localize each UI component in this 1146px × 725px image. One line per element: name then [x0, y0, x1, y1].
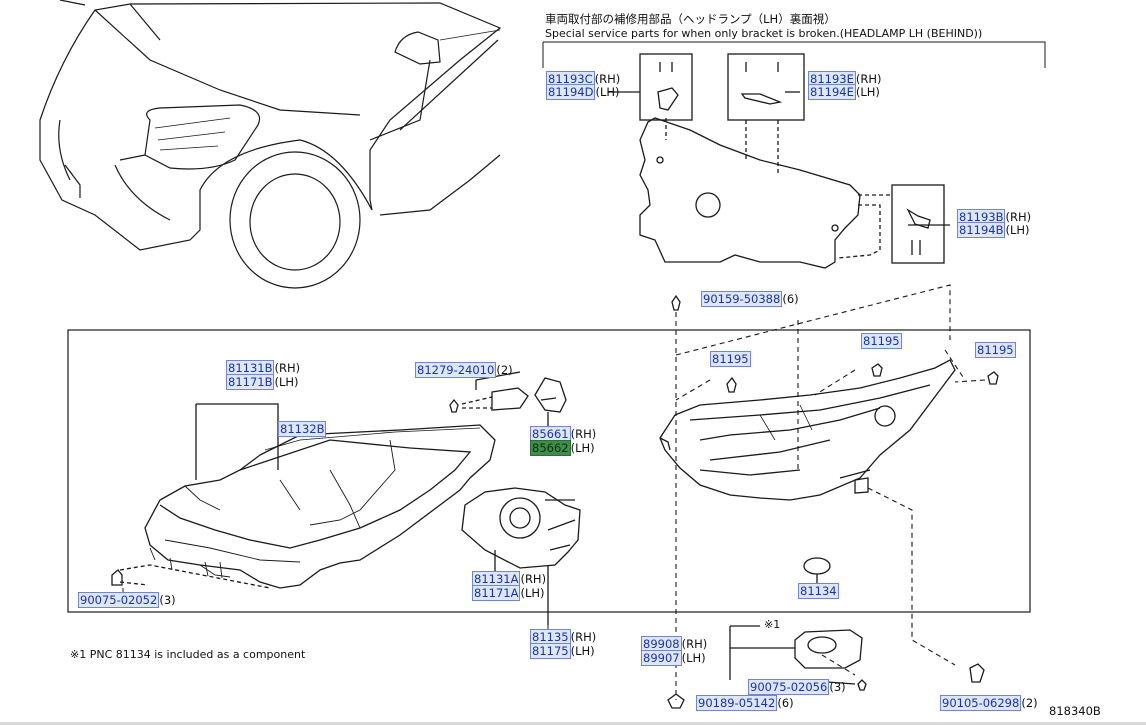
part-label-89907: 89907(LH): [641, 650, 706, 666]
headlamp-housing-rear-drawing: [659, 359, 956, 501]
part-label-81193e: 81193E(RH): [808, 71, 882, 87]
part-number-81194b[interactable]: 81194B: [957, 222, 1006, 238]
part-number-81195[interactable]: 81195: [710, 351, 751, 367]
bracket-parts-group: [542, 41, 1046, 269]
part-number-81193b[interactable]: 81193B: [957, 209, 1006, 225]
part-label-81171a: 81171A(LH): [472, 585, 545, 601]
part-label-81195-a: 81195: [861, 333, 902, 349]
note-mark-1: ※1: [764, 618, 781, 631]
part-label-90189-05142: 90189-05142(6): [696, 695, 794, 711]
part-label-90075-02056: 90075-02056(3): [748, 679, 846, 695]
part-label-81134: 81134: [798, 583, 839, 599]
part-label-85662: 85662(LH): [530, 440, 595, 456]
part-number-90189-05142[interactable]: 90189-05142: [696, 695, 778, 711]
part-number-81194d[interactable]: 81194D: [546, 84, 596, 100]
part-label-81193c: 81193C(RH): [546, 71, 621, 87]
part-number-85662[interactable]: 85662: [530, 440, 571, 456]
part-number-81175[interactable]: 81175: [530, 643, 571, 659]
part-number-90075-02056[interactable]: 90075-02056: [748, 679, 830, 695]
part-label-81194e: 81194E(LH): [808, 84, 880, 100]
bulb-and-socket-drawing: [449, 371, 567, 430]
projector-unit-drawing: [461, 487, 581, 625]
part-label-81175: 81175(LH): [530, 643, 595, 659]
part-number-85661[interactable]: 85661: [530, 426, 571, 442]
part-number-81135[interactable]: 81135: [530, 629, 571, 645]
footnote-pnc: ※1 PNC 81134 is included as a component: [70, 648, 306, 661]
part-number-81131b[interactable]: 81131B: [226, 360, 275, 376]
part-number-90159-50388[interactable]: 90159-50388: [701, 291, 783, 307]
diagram-code: 818340B: [1049, 704, 1101, 718]
part-label-81194d: 81194D(LH): [546, 84, 620, 100]
part-number-81171b[interactable]: 81171B: [226, 374, 275, 390]
part-number-81134[interactable]: 81134: [798, 583, 839, 599]
o-ring-81134: [803, 557, 831, 575]
part-number-89908[interactable]: 89908: [641, 636, 682, 652]
vehicle-front-illustration: [39, 0, 502, 289]
part-number-81193c[interactable]: 81193C: [546, 71, 595, 87]
part-label-81279-24010: 81279-24010(2): [415, 362, 513, 378]
screw-symbols: [667, 294, 999, 709]
part-label-85661: 85661(RH): [530, 426, 597, 442]
part-label-81194b: 81194B(LH): [957, 222, 1030, 238]
part-number-81195[interactable]: 81195: [861, 333, 902, 349]
part-label-89908: 89908(RH): [641, 636, 708, 652]
header-title-jp: 車両取付部の補修用部品（ヘッドランプ（LH）裏面視）: [545, 12, 836, 26]
part-label-81132b: 81132B: [278, 421, 327, 437]
header-title-en: Special service parts for when only brac…: [545, 27, 983, 40]
part-number-81171a[interactable]: 81171A: [472, 585, 521, 601]
part-number-81279-24010[interactable]: 81279-24010: [415, 362, 497, 378]
part-number-81131a[interactable]: 81131A: [472, 571, 521, 587]
part-number-81195[interactable]: 81195: [975, 342, 1016, 358]
part-label-81195-c: 81195: [710, 351, 751, 367]
dashed-leaders: [675, 284, 986, 700]
part-label-81131a: 81131A(RH): [472, 571, 547, 587]
part-label-81135: 81135(RH): [530, 629, 597, 645]
part-label-81195-b: 81195: [975, 342, 1016, 358]
part-number-90075-02052[interactable]: 90075-02052: [78, 592, 160, 608]
ballast-module-drawing: [729, 625, 863, 685]
main-frame: [67, 329, 1031, 613]
part-label-81193b: 81193B(RH): [957, 209, 1032, 225]
page-bottom-divider: [0, 722, 1146, 725]
headlamp-assembly-drawing: [111, 403, 496, 589]
part-label-81131b: 81131B(RH): [226, 360, 301, 376]
part-label-81171b: 81171B(LH): [226, 374, 299, 390]
part-number-81132b[interactable]: 81132B: [278, 421, 327, 437]
part-label-90105-06298: 90105-06298(2): [940, 695, 1038, 711]
part-number-81193e[interactable]: 81193E: [808, 71, 856, 87]
part-label-90075-02052: 90075-02052(3): [78, 592, 176, 608]
part-number-90105-06298[interactable]: 90105-06298: [940, 695, 1022, 711]
part-label-90159-50388: 90159-50388(6): [701, 291, 799, 307]
part-number-81194e[interactable]: 81194E: [808, 84, 856, 100]
part-number-89907[interactable]: 89907: [641, 650, 682, 666]
